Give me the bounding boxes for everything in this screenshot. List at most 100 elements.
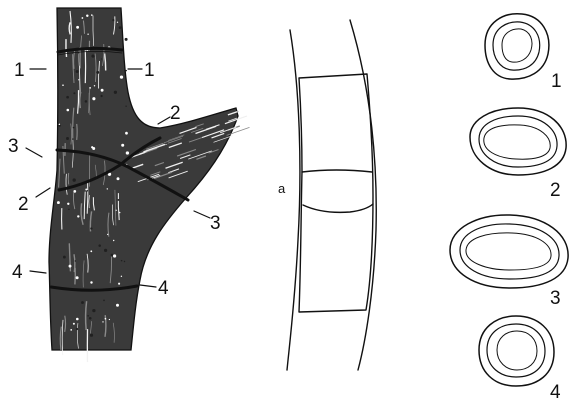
bark-speckle [119,212,121,214]
segment-left-edge [287,30,300,370]
bark-speckle [76,70,79,73]
bark-speckle [89,317,92,320]
bark-speckle [76,328,78,330]
bark-speckle [90,334,93,337]
label-4-right: 4 [158,278,169,299]
cross-section-label-4: 4 [550,382,561,403]
bark-speckle [87,33,88,34]
bark-speckle [101,95,103,97]
bark-speckle [76,318,79,321]
bark-speckle [125,132,128,135]
bark-speckle [118,283,120,285]
bark-speckle [104,249,107,252]
bark-speckle [126,151,129,154]
bark-speckle [73,323,75,325]
bark-speckle [125,105,126,106]
node-band-bottom [303,204,373,212]
bark-speckle [121,260,123,262]
bark-speckle [117,22,118,23]
bark-speckle [119,26,122,29]
bark-speckle [73,127,75,129]
node-band-top [302,170,372,172]
label-1-right: 1 [144,60,155,81]
bark-speckle [125,38,128,41]
bark-speckle [91,55,94,58]
bark-speckle [75,260,76,261]
bark-speckle [90,227,92,229]
bark-speckle [120,75,123,78]
bark-speckle [125,70,126,71]
label-1-left: 1 [14,60,25,81]
bark-speckle [90,250,92,252]
cross-section-3 [450,215,568,288]
bark-speckle [92,97,95,100]
bark-speckle [70,329,72,331]
bark-speckle [86,15,88,17]
bark-speckle [85,100,88,103]
bark-speckle [66,96,69,99]
bark-speckle [117,199,119,201]
bark-speckle [82,17,84,19]
bark-speckle [62,84,64,86]
bark-speckle [73,178,76,181]
bark-speckle [89,87,91,89]
stem-segment-diagram [287,20,376,370]
cross-section-1 [485,14,549,79]
bark-speckle [81,301,84,304]
bark-speckle [73,190,76,193]
bark-speckle [124,45,126,47]
bark-speckle [73,92,75,94]
bark-speckle [117,177,120,180]
label-2-upper: 2 [170,103,181,124]
bark-speckle [76,26,79,29]
label-2-lower: 2 [18,194,29,215]
bark-speckle [77,215,79,217]
cross-section-4 [479,316,554,386]
bark-speckle [91,14,93,16]
cross-section-label-2: 2 [550,180,561,201]
bark-speckle [90,281,92,283]
bark-speckle [85,189,87,191]
bark-speckle [103,300,105,302]
bark-speckle [114,91,117,94]
bark-speckle [107,234,108,235]
bark-speckle [66,137,69,140]
bark-speckle [101,58,102,59]
bark-speckle [76,276,79,279]
bark-speckle [98,244,101,247]
cross-section-label-1: 1 [551,71,562,92]
bark-speckle [67,203,69,205]
bark-speckle [105,318,107,320]
bark-speckle [113,240,114,241]
bark-speckle [78,79,79,80]
bark-speckle [116,210,117,211]
bark-speckle [68,209,69,210]
bark-speckle [121,144,124,147]
bark-speckle [102,321,103,322]
label-a: a [278,181,286,196]
bark-speckle [109,319,110,320]
bark-speckle [101,89,104,92]
bark-speckle [91,146,93,148]
label-4-left: 4 [12,262,23,283]
bark-speckle [69,265,72,268]
bark-speckle [66,109,69,112]
bark-speckle [92,309,95,312]
bark-speckle [63,256,66,259]
bark-speckle [59,123,61,125]
bark-speckle [94,85,95,86]
bark-speckle [96,71,99,74]
label-3-left: 3 [8,136,19,157]
cross-section-label-3: 3 [550,288,561,309]
cross-section-2 [470,108,566,175]
bark-speckle [113,254,116,257]
bark-stroke [66,39,67,57]
bark-speckle [121,276,122,277]
bark-speckle [57,201,60,204]
bark-speckle [112,19,114,21]
label-3-right: 3 [210,213,221,234]
bark-speckle [111,254,114,257]
bark-speckle [116,304,119,307]
